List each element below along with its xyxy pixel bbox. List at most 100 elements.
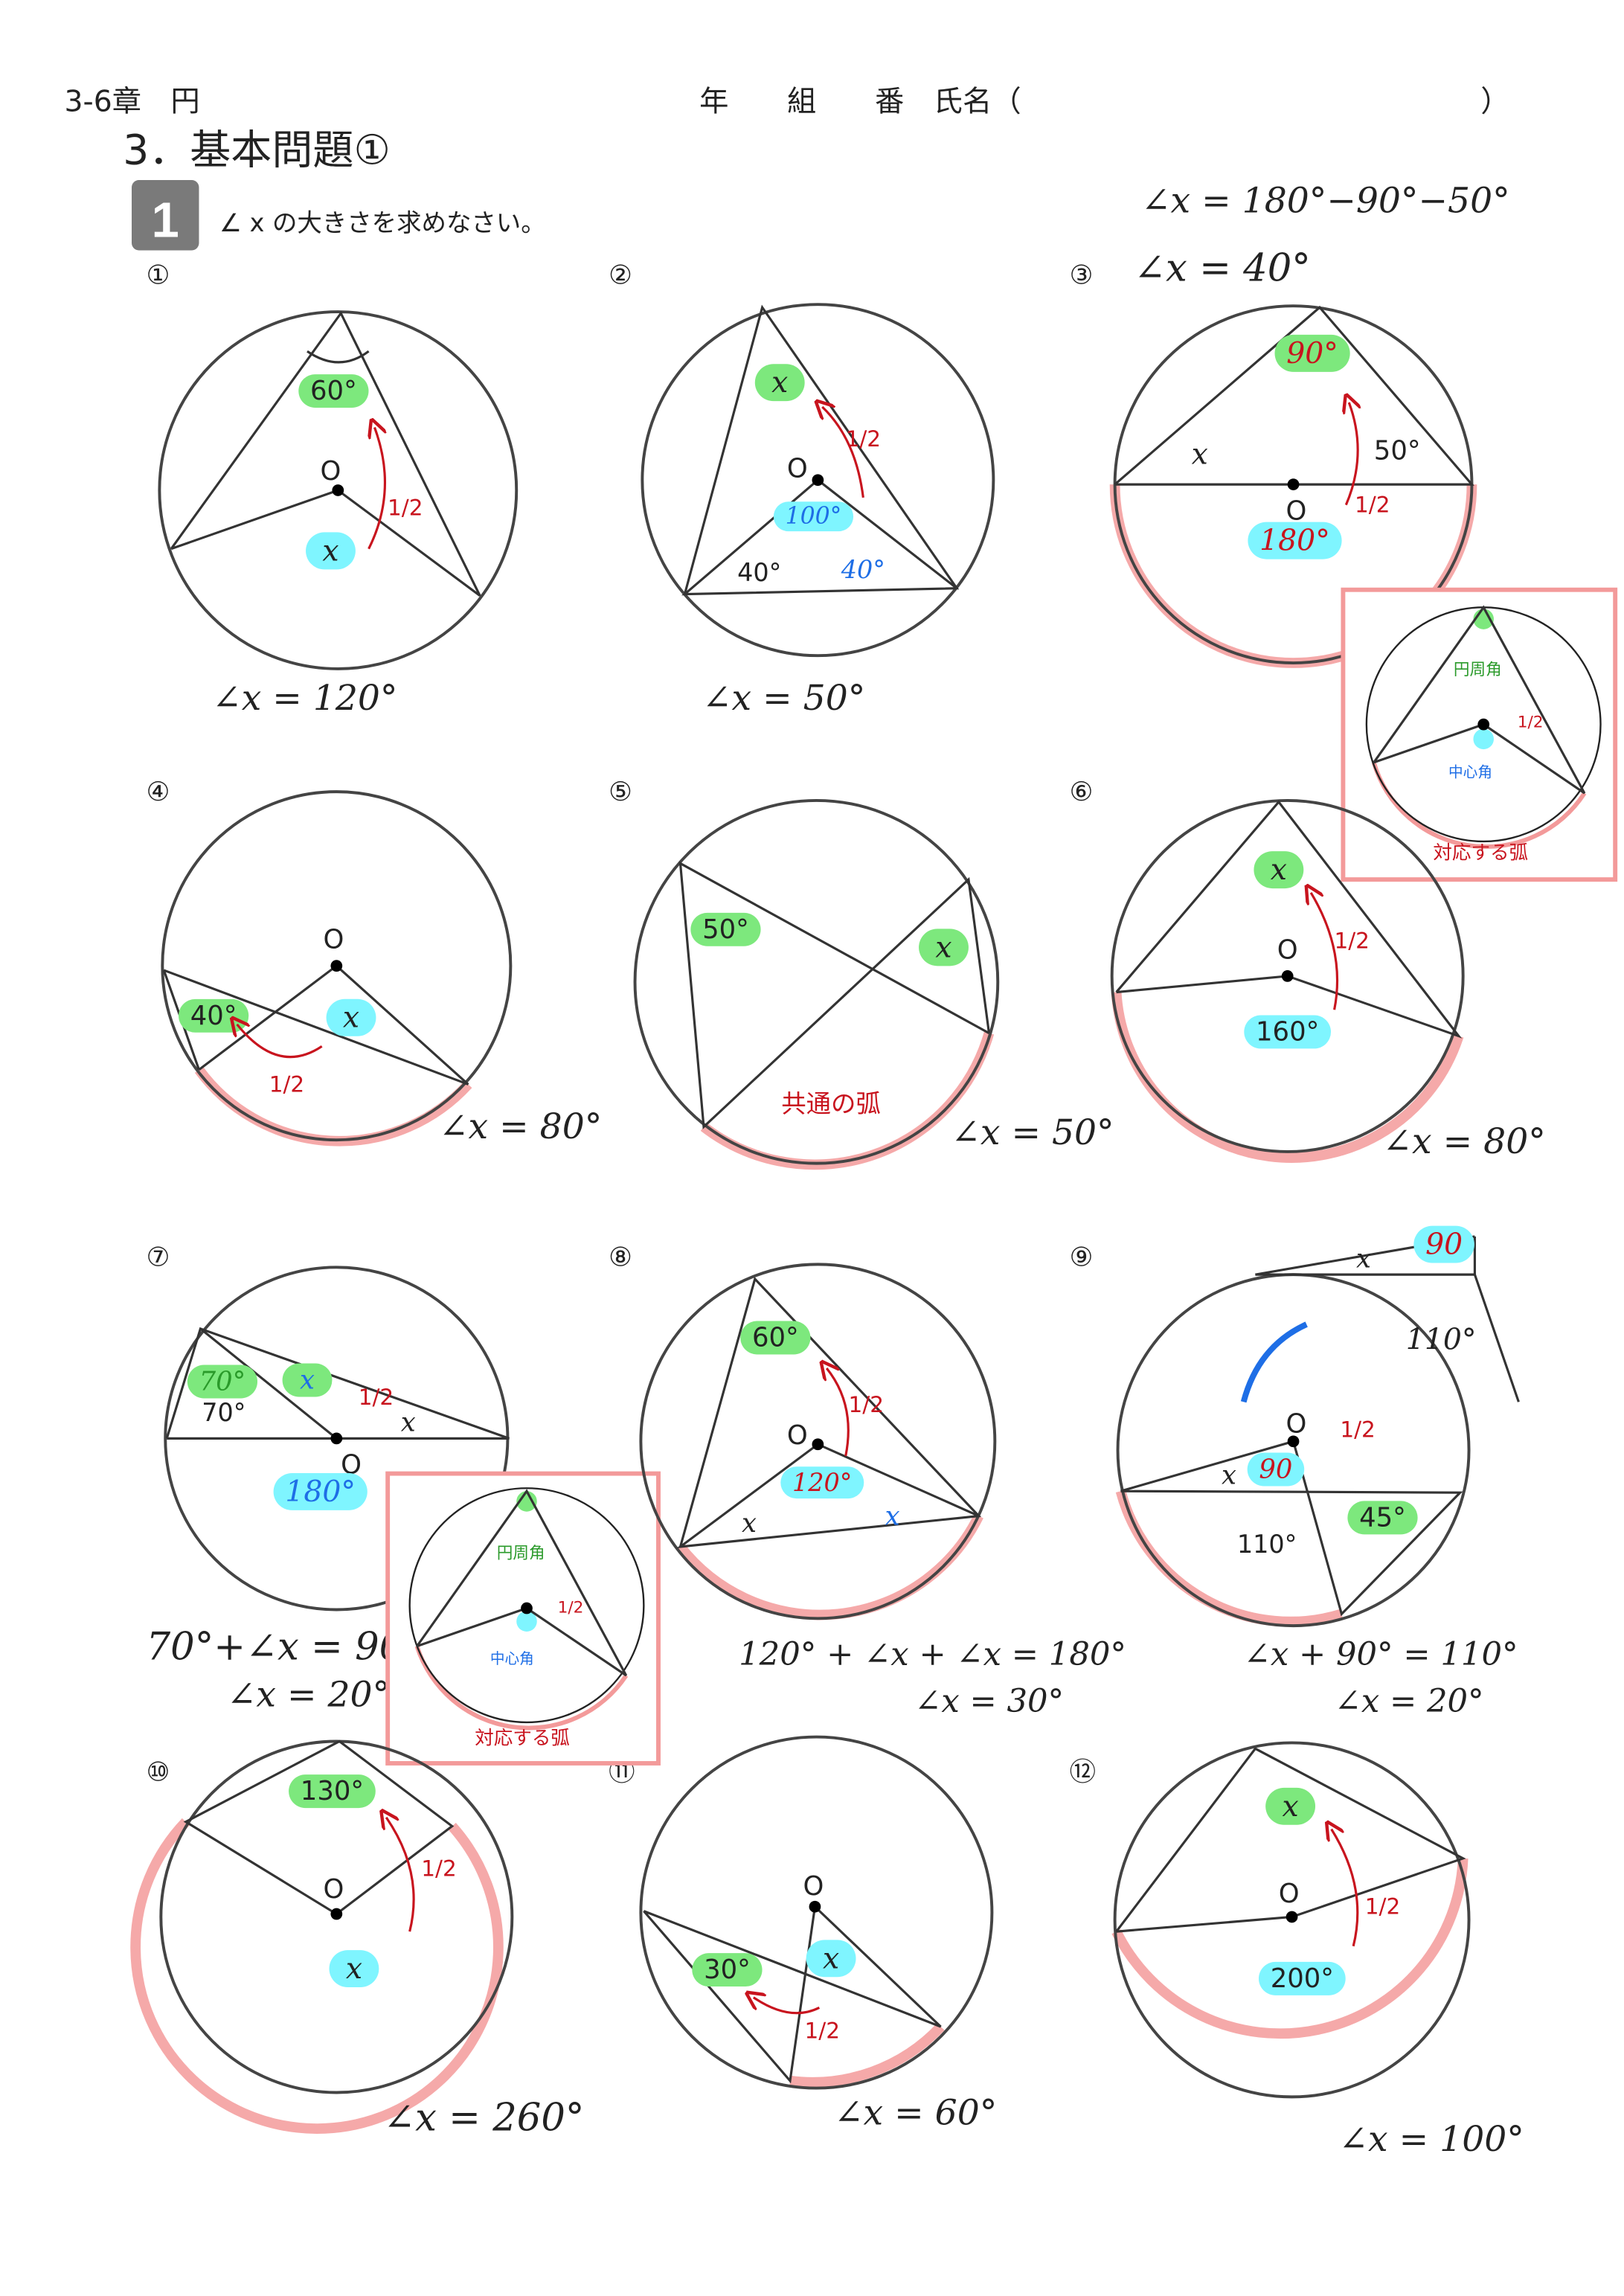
legend-half: 1/2 [558,1598,584,1617]
angle-110-top: 110° [1406,1322,1477,1356]
half-arrow-icon [827,1368,850,1457]
highlight-marker [306,532,356,570]
num-7: ⑦ [147,1242,170,1272]
half-label: 1/2 [1355,492,1390,517]
diagram-1: 60° x O 1/2 ∠x = 120° [158,310,519,719]
legend-inscribed-angle: 円周角 [1454,661,1502,679]
half-arrow-icon [822,407,864,498]
center-label: O [1286,1409,1307,1440]
half-arrow-icon [754,1998,821,2015]
diagram-12: x O 200° 1/2 ∠x = 100° [1111,1741,1524,2160]
answer-5: ∠x = 50° [951,1112,1114,1153]
num-6: ⑥ [1070,777,1094,807]
legend-inscribed-angle: 円周角 [497,1545,545,1563]
highlight-marker [326,998,376,1036]
x-label-right: x [885,1501,900,1531]
legend-corresponding-arc: 対応する弧 [475,1727,570,1749]
answer-3: ∠x = 40° [1134,247,1311,291]
diagram-11: 30° x O 1/2 ∠x = 60° [639,1735,997,2134]
diagram-3: 90° x 50° O 180° 1/2 ∠x = 180°−90°−50° ∠… [1109,180,1510,668]
x-label: x [935,930,951,964]
center-label: O [1277,934,1298,965]
answer-4: ∠x = 80° [439,1106,602,1147]
diagram-6: x O 160° 1/2 ∠x = 80° [1110,798,1546,1163]
highlight-marker [1274,334,1350,372]
center-label: O [321,456,341,487]
half-label: 1/2 [421,1856,456,1881]
central-angle-label: 200° [1271,1963,1334,1994]
diagram-10: 130° O x 1/2 ∠x = 260° [130,1739,584,2141]
work-9: ∠x + 90° = 110° [1244,1636,1518,1673]
inscribed-angle-label: 40° [190,1001,237,1031]
center-label: O [787,453,808,484]
highlight-marker [1347,1501,1418,1535]
chapter-label: 3-6章 円 [65,85,200,119]
center-label: O [323,1874,344,1905]
highlight-marker [780,1466,864,1499]
highlight-marker [919,929,969,966]
diagram-7: 70° x 70° x O 180° 1/2 70°+∠x = 90° ∠x =… [147,1266,510,1715]
num-5: ⑤ [609,777,632,807]
x-label: x [1192,437,1208,472]
half-label: 1/2 [359,1385,394,1410]
highlight-marker [806,1940,856,1978]
num-3: ③ [1070,260,1094,291]
answer-11: ∠x = 60° [834,2093,997,2134]
angle-45-label: 45° [1359,1502,1406,1533]
half-label: 1/2 [1334,929,1369,954]
central-angle-label: 160° [1256,1016,1319,1047]
half-arrow-icon [386,1818,415,1932]
highlight-marker [1254,851,1304,889]
half-arrow-icon [237,1024,323,1059]
highlight-marker [298,374,369,408]
highlight-marker [1247,1452,1305,1487]
diagram-9: 90 x 110° x 90 O 45° 110° 1/2 ∠x + 90° =… [1115,1225,1520,1720]
angle-110-label: 110° [1237,1530,1297,1559]
central-angle-label: 100° [786,503,842,530]
name-close: ） [1480,85,1509,119]
half-label: 1/2 [805,2018,840,2044]
highlight-marker [329,1950,379,1988]
inscribed-angle-label: 90° [1286,336,1338,371]
highlight-marker [187,1365,258,1399]
blue-arrow-icon [1240,1321,1308,1403]
central-angle-label: 180° [1259,524,1330,558]
diagram-5: 50° x 共通の弧 ∠x = 50° [633,798,1114,1170]
top-x-label: x [1356,1243,1371,1274]
highlight-marker [740,1321,811,1355]
x-label: x [1222,1460,1236,1490]
num-12: ⑫ [1070,1757,1096,1788]
central-angle-label: x [823,1941,839,1975]
num-1: ① [147,260,170,291]
num-9: ⑨ [1070,1242,1094,1272]
central-angle-label: 180° [285,1475,356,1509]
diagram-8: 60° O 120° x x 1/2 120° + ∠x + ∠x = 180°… [639,1263,1126,1720]
work-3: ∠x = 180°−90°−50° [1141,180,1510,221]
diagram-4: 40° x O 1/2 ∠x = 80° [161,790,602,1147]
legend-central-angle: 中心角 [490,1650,534,1667]
answer-1: ∠x = 120° [212,678,397,719]
highlight-marker [754,364,805,402]
answer-2: ∠x = 50° [702,678,865,719]
highlight-marker [773,501,854,532]
x-label-left: x [742,1508,757,1539]
answer-8: ∠x = 30° [914,1683,1064,1720]
top-90-label: 90 [1425,1228,1463,1262]
inscribed-angle-label: 30° [704,1955,751,1985]
common-arc-note: 共通の弧 [781,1089,881,1118]
inscribed-angle-label: x [771,365,788,400]
center-label: O [323,925,344,955]
half-label: 1/2 [388,495,423,520]
half-label: 1/2 [846,426,881,452]
highlight-marker [1248,522,1342,559]
highlight-marker [282,1363,333,1397]
central-angle-label: 120° [792,1468,853,1497]
answer-12: ∠x = 100° [1339,2119,1524,2160]
highlight-marker [1244,1015,1332,1049]
angle-40-left: 40° [737,558,781,587]
highlight-marker [690,912,761,946]
section-title: 3．基本問題① [123,126,391,173]
highlight-marker [692,1953,763,1987]
highlight-marker [289,1774,376,1809]
